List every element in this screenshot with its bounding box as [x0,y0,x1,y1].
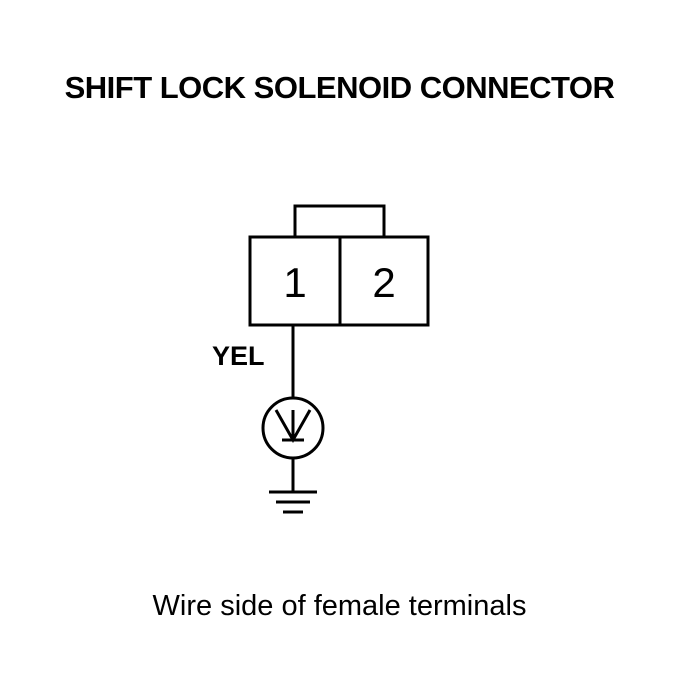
terminal-1-number: 1 [283,259,306,306]
connector-lock-tab [293,204,386,237]
diagram-title: SHIFT LOCK SOLENOID CONNECTOR [64,70,615,105]
voltmeter-symbol-icon [261,396,325,460]
diagram-caption: Wire side of female terminals [152,590,527,622]
ground-symbol-icon [269,490,317,514]
terminal-2-number: 2 [372,259,395,306]
wire-color-label: YEL [212,341,265,371]
